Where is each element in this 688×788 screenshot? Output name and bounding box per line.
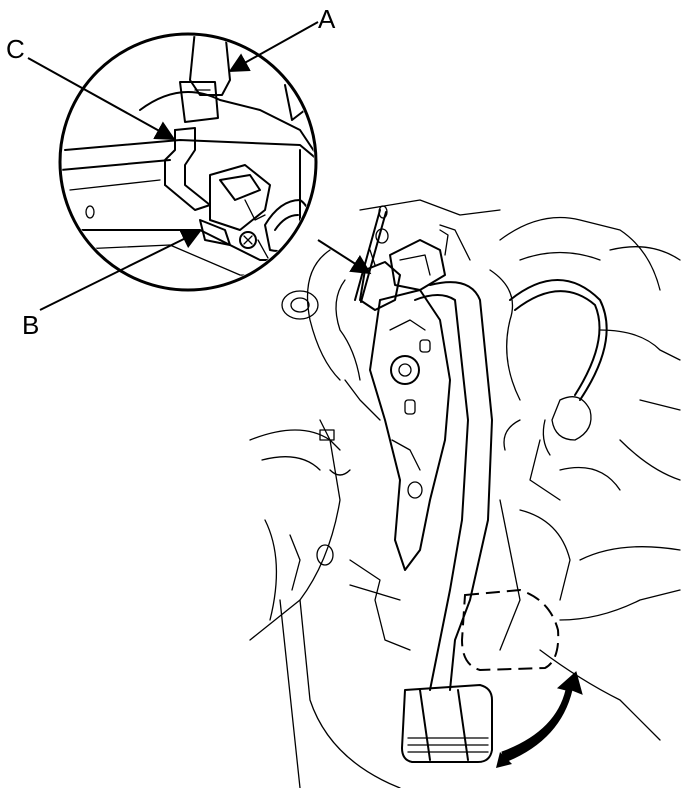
- pedal-travel-arrow: [496, 671, 583, 768]
- leader-lines: [27, 21, 372, 311]
- background-structure: [249, 199, 681, 788]
- callout-label-c: C: [6, 34, 25, 64]
- callout-label-a: A: [318, 4, 336, 34]
- detail-magnifier: [58, 32, 318, 292]
- brake-pedal-assembly: [354, 205, 560, 763]
- callout-label-b: B: [22, 310, 40, 340]
